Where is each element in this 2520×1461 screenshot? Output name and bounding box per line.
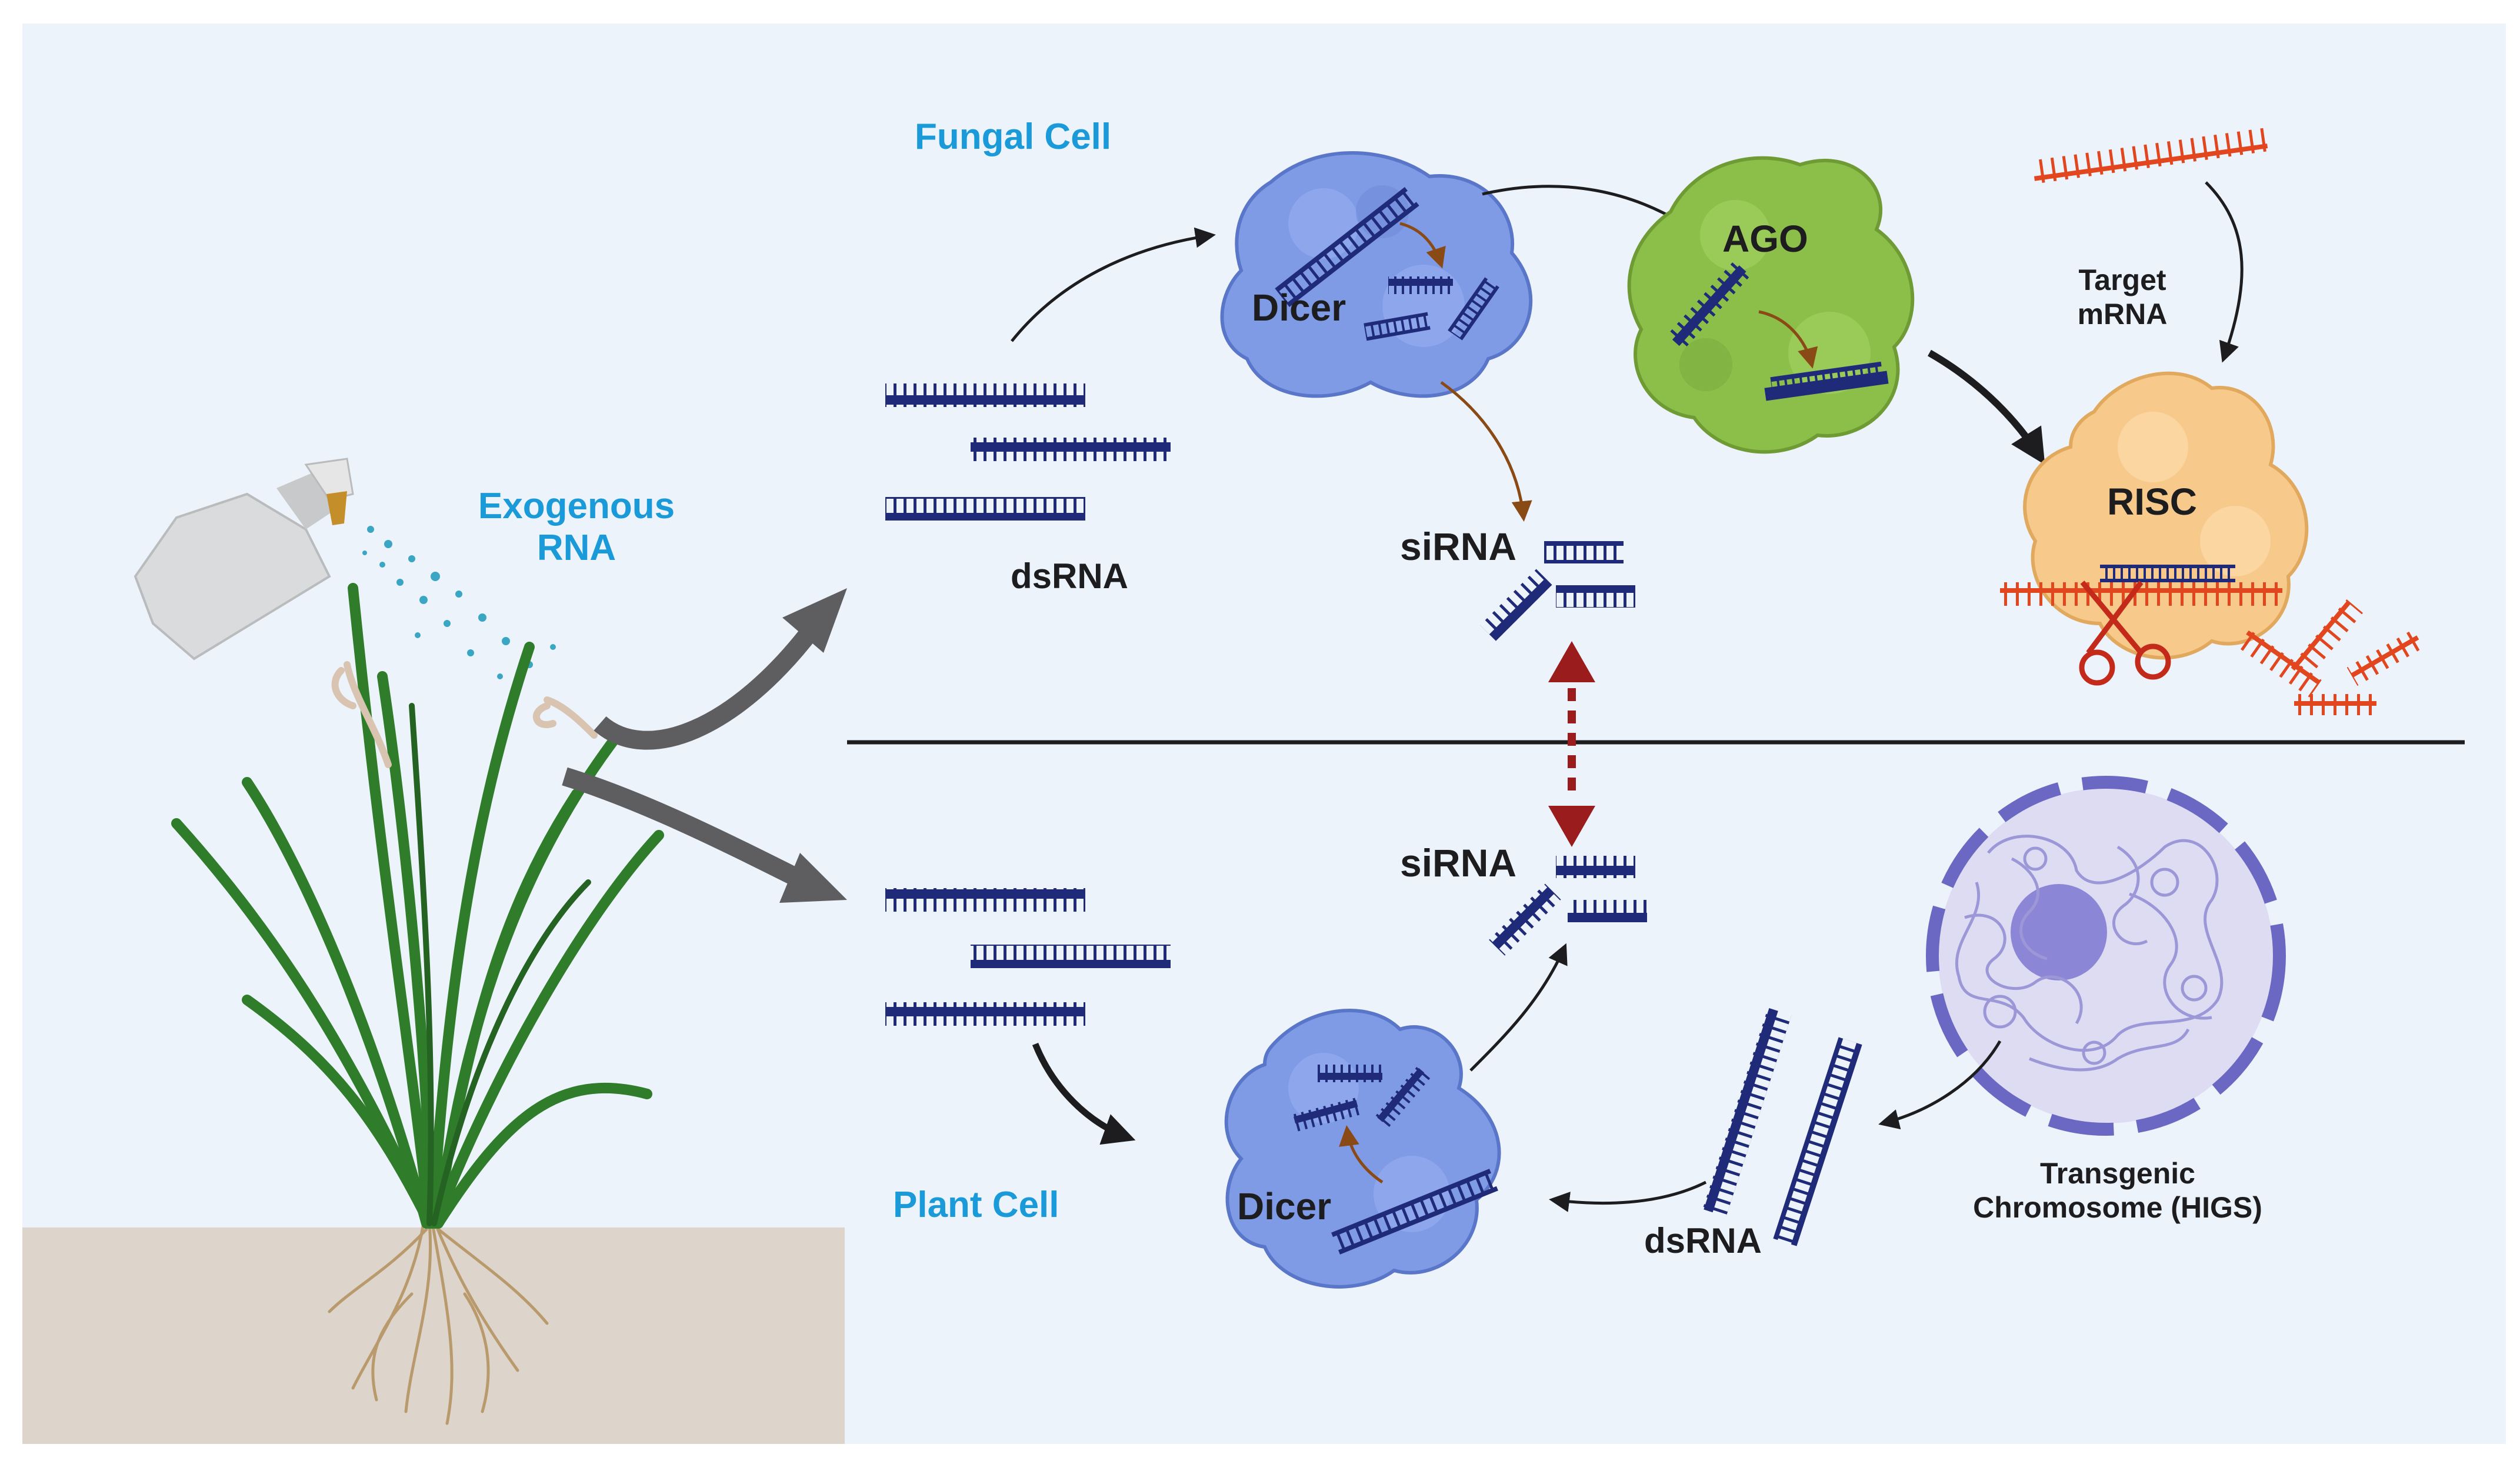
nucleus-icon <box>1926 776 2286 1136</box>
double-arrow-sirna-exchange <box>1548 641 1595 847</box>
dicer-top-blob <box>1220 151 1533 398</box>
ago-blob <box>1627 156 1915 454</box>
dicer-top-label: Dicer <box>1252 286 1346 329</box>
arrow-dicer-to-sirna <box>1440 381 1532 522</box>
sirna-top-label: siRNA <box>1400 525 1517 568</box>
scissors-icon <box>2079 581 2171 686</box>
risc-label: RISC <box>2107 481 2197 523</box>
gray-arrow-to-fungal <box>594 588 847 750</box>
plant-icon <box>171 583 664 1425</box>
arrow-mrna-to-risc <box>2205 181 2244 363</box>
transgenic-line2: Chromosome (HIGS) <box>1973 1190 2262 1224</box>
exogenous-rna-line1: Exogenous <box>478 486 675 526</box>
risc-blob <box>2000 371 2309 660</box>
dsrna-ladder-bottom-left <box>885 888 1171 1026</box>
arrow-nucleus-to-dsrna <box>1878 1040 2002 1130</box>
sirna-bottom-group <box>1489 856 1647 956</box>
gray-arrow-to-plant <box>562 767 847 903</box>
sirna-top-group <box>1480 541 1635 641</box>
arrow-dsrna-to-dicer-bottom <box>1032 1042 1136 1145</box>
exogenous-rna-line2: RNA <box>536 528 616 569</box>
target-mrna-label: Target mRNA <box>2078 263 2168 331</box>
dsrna-ladder-bottom-right <box>1702 1008 1862 1246</box>
cleaved-mrna-fragments <box>2237 599 2424 715</box>
ago-label: AGO <box>1722 218 1808 260</box>
dsrna-bottom-label: dsRNA <box>1644 1221 1762 1260</box>
sirna-bottom-label: siRNA <box>1400 841 1517 885</box>
exogenous-rna-label: Exogenous RNA <box>478 485 675 569</box>
arrow-ago-to-risc <box>1928 349 2045 465</box>
spray-mist <box>362 526 556 696</box>
dicer-bottom-label: Dicer <box>1237 1185 1332 1227</box>
dicer-bottom-blob <box>1224 1009 1501 1289</box>
transgenic-chromosome-label: Transgenic Chromosome (HIGS) <box>1973 1157 2262 1225</box>
dsrna-ladder-top <box>885 383 1171 521</box>
arrow-dsrna-to-dicer <box>1011 227 1216 342</box>
arrow-dicer-to-sirna-bottom <box>1469 943 1568 1072</box>
target-mrna-line1: Target <box>2078 263 2166 296</box>
target-mrna-strand <box>2032 128 2268 184</box>
fungal-cell-label: Fungal Cell <box>915 116 1112 157</box>
transgenic-line1: Transgenic <box>2039 1157 2195 1190</box>
soil-block <box>22 1227 845 1444</box>
plant-cell-label: Plant Cell <box>893 1185 1059 1225</box>
spray-bottle-icon <box>134 458 354 661</box>
target-mrna-line2: mRNA <box>2077 297 2168 331</box>
dsrna-top-label: dsRNA <box>1011 556 1129 596</box>
arrow-dsrna-to-dicer-right <box>1549 1180 1707 1212</box>
